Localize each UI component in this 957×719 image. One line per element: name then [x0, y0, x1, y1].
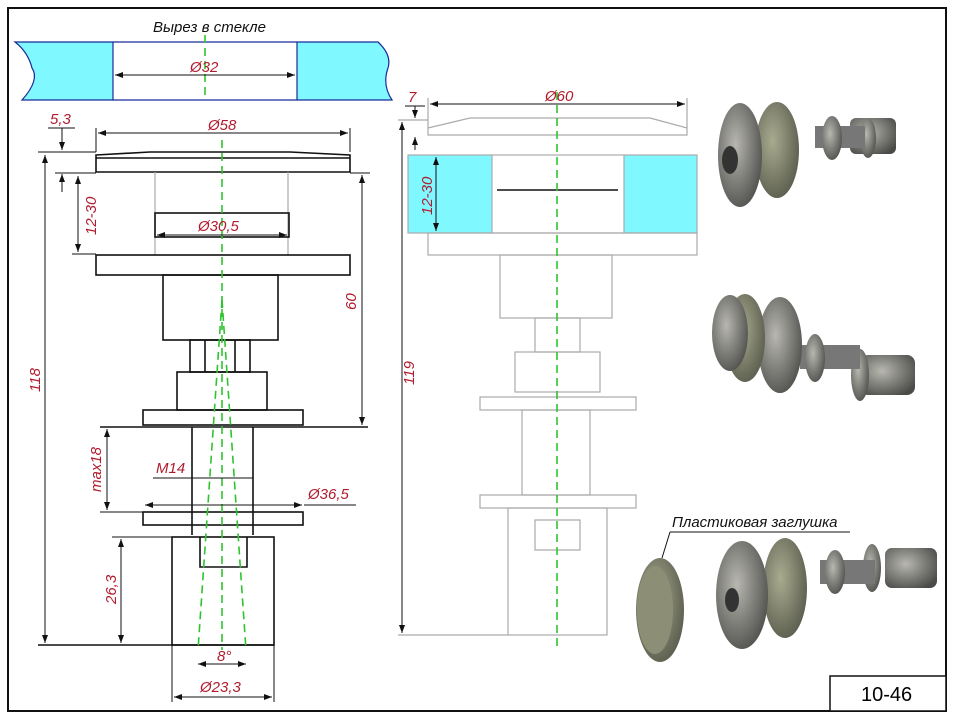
dim-angle: 8°	[217, 648, 231, 665]
left-section-view: Ø58 5,3 12-30 Ø30,5 60 118 max18 M14 Ø36…	[27, 111, 370, 702]
dim-bushing-diameter: Ø30,5	[197, 218, 240, 235]
sheet-border	[7, 7, 947, 712]
dim-height-60: 60	[343, 293, 360, 310]
dim-flange-diameter-right: Ø60	[544, 88, 574, 105]
dim-cap-height: 26,3	[103, 574, 120, 605]
plastic-plug-label: Пластиковая заглушка	[672, 514, 838, 531]
plastic-plug-render	[636, 558, 684, 662]
dim-cutout-diameter: Ø32	[189, 59, 219, 76]
render-assembly-middle	[712, 294, 915, 401]
dim-washer-diameter: Ø36,5	[307, 486, 350, 503]
dim-glass-thickness-right: 12-30	[419, 176, 436, 215]
dim-total-height-right: 119	[401, 360, 418, 385]
render-assembly-top	[718, 102, 896, 207]
sheet-number: 10-46	[861, 684, 912, 706]
dim-flange-thickness: 5,3	[50, 111, 72, 128]
dim-thread: M14	[156, 460, 185, 477]
render-assembly-bottom	[716, 538, 937, 649]
right-section-view: Ø60 7 12-30 119	[398, 88, 698, 650]
dim-total-height-left: 118	[27, 367, 44, 392]
title-block	[829, 675, 947, 712]
dim-cap-diameter: Ø23,3	[199, 679, 242, 696]
dim-flange-diameter: Ø58	[207, 117, 237, 134]
glass-cutout-view: Вырез в стекле Ø32	[13, 19, 394, 101]
dim-max-thread: max18	[88, 446, 105, 492]
glass-cutout-title: Вырез в стекле	[153, 19, 266, 36]
dim-glass-thickness-left: 12-30	[83, 196, 100, 235]
dim-flange-thickness-right: 7	[408, 89, 417, 106]
